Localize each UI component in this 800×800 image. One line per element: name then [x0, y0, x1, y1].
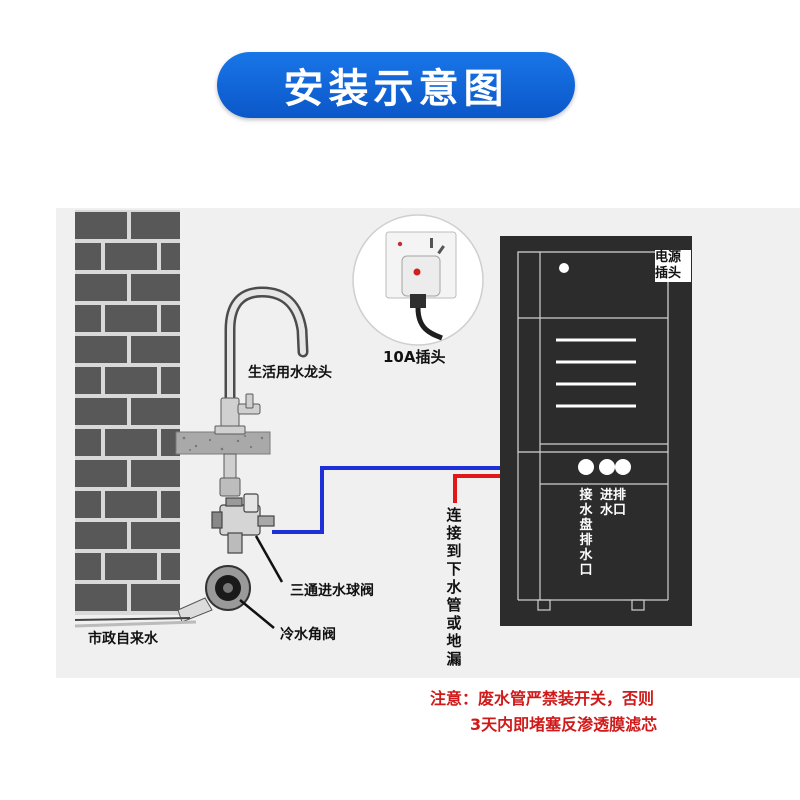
- brick: [131, 274, 180, 301]
- water-purifier-icon: [500, 236, 692, 626]
- faucet-icon: [214, 286, 309, 497]
- brick: [105, 367, 157, 394]
- brick: [75, 274, 127, 301]
- brick: [75, 367, 101, 394]
- brick: [105, 553, 157, 580]
- brick: [105, 491, 157, 518]
- brick: [75, 398, 127, 425]
- brick: [161, 243, 180, 270]
- angle-valve-icon: [74, 565, 251, 628]
- brick: [75, 522, 127, 549]
- brick: [75, 336, 127, 363]
- inlet-outlet-label: 进排水口: [599, 488, 626, 518]
- brick: [75, 460, 127, 487]
- brick: [105, 243, 157, 270]
- brick: [75, 491, 101, 518]
- drain-tray-label: 接水盘排水口: [579, 488, 593, 578]
- brick: [131, 460, 180, 487]
- brick: [131, 522, 180, 549]
- three-way-valve-label: 三通进水球阀: [290, 583, 374, 599]
- leader-lines: [239, 535, 284, 629]
- power-plug-label: 电源插头: [655, 250, 691, 282]
- brick: [131, 336, 180, 363]
- title-banner: 安装示意图: [217, 52, 575, 118]
- brick: [75, 212, 127, 239]
- angle-valve-label: 冷水角阀: [280, 627, 336, 643]
- page-title: 安装示意图: [283, 66, 509, 112]
- brick: [131, 398, 180, 425]
- brick: [131, 584, 180, 611]
- brick: [105, 305, 157, 332]
- brick: [75, 553, 101, 580]
- brick: [161, 429, 180, 456]
- brick: [161, 491, 180, 518]
- plug-label: 10A插头: [383, 348, 446, 366]
- ball-valve-icon: [211, 493, 275, 554]
- municipal-water-label: 市政自来水: [88, 631, 158, 647]
- socket-plug-icon: [352, 214, 484, 346]
- brick-wall: [75, 210, 180, 615]
- connect-drain-label: 连接到下水管或地漏: [446, 506, 462, 668]
- brick: [75, 584, 127, 611]
- brick: [161, 553, 180, 580]
- cold-water-pipe: [272, 466, 582, 534]
- counter-slab: [175, 431, 271, 455]
- brick: [161, 367, 180, 394]
- notice-line-1: 注意：废水管严禁装开关，否则: [430, 689, 655, 708]
- brick: [105, 429, 157, 456]
- faucet-label: 生活用水龙头: [248, 365, 332, 381]
- brick: [75, 429, 101, 456]
- notice-line-2: 3天内即堵塞反渗透膜滤芯: [470, 715, 658, 734]
- brick: [75, 305, 101, 332]
- brick: [131, 212, 180, 239]
- brick: [161, 305, 180, 332]
- brick: [75, 243, 101, 270]
